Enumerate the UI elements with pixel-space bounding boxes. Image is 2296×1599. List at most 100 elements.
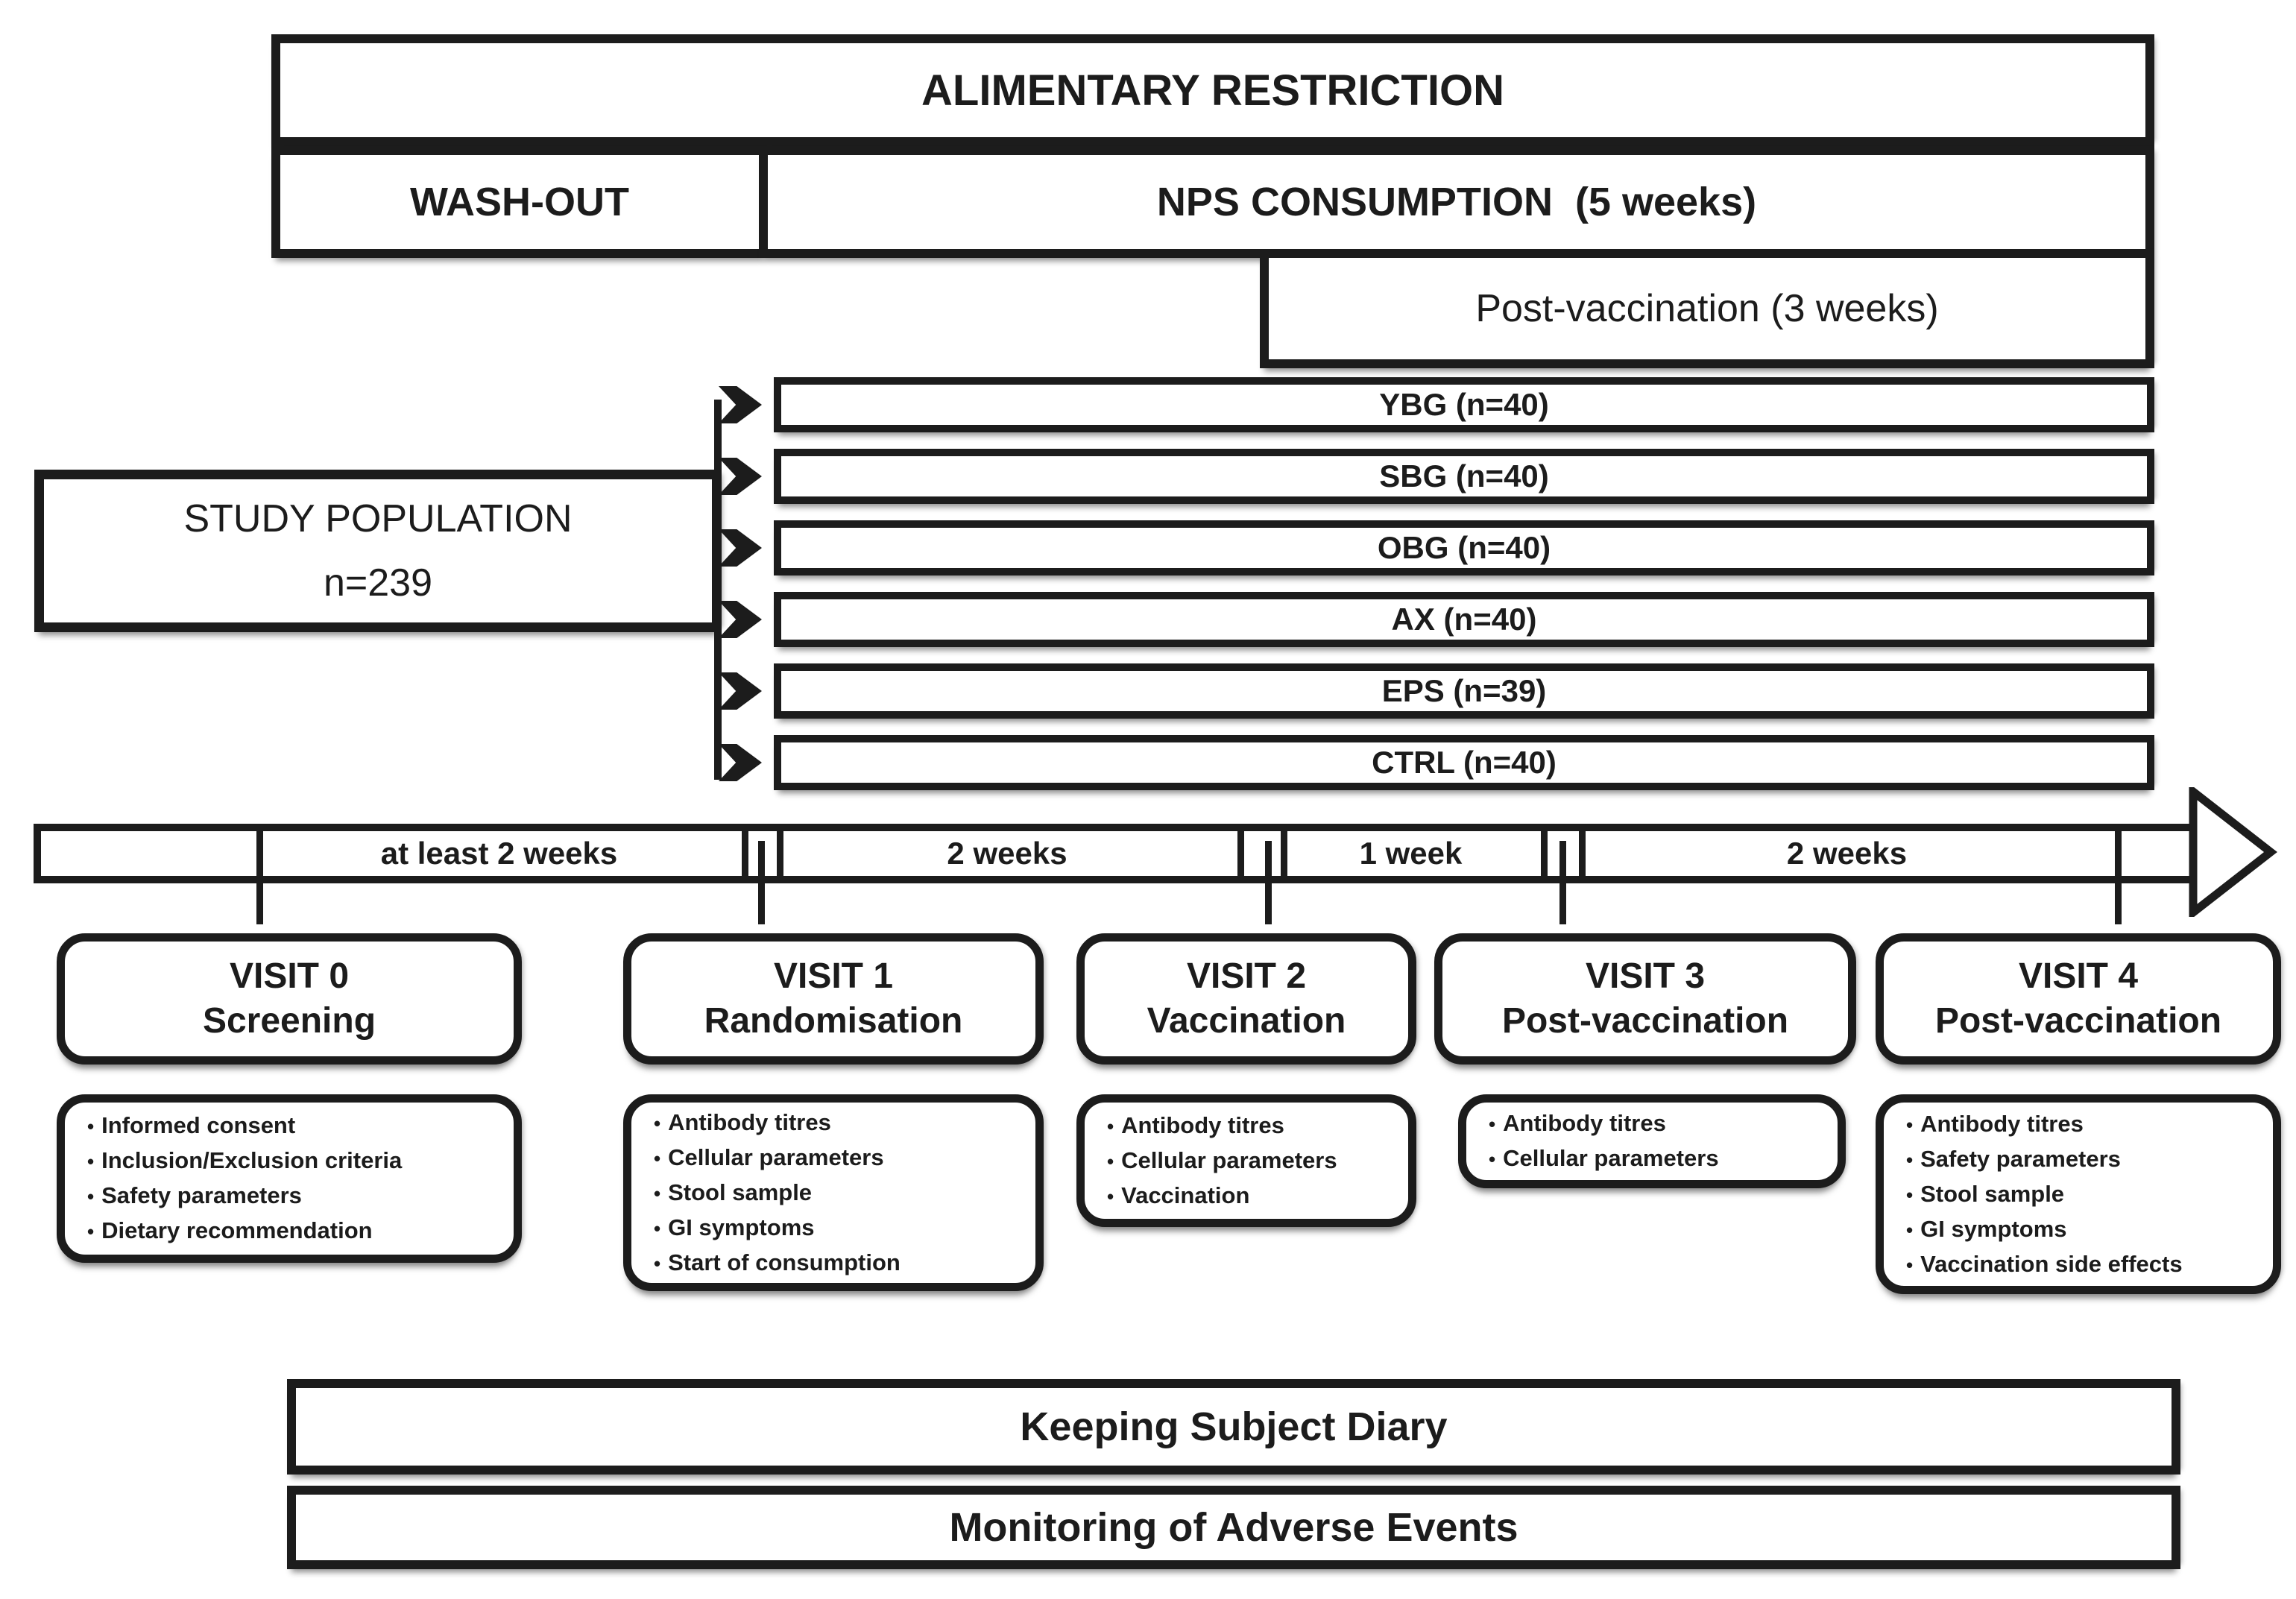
- timeline-tick-visit4: [2115, 824, 2122, 924]
- visit-subtitle: Vaccination: [1147, 1001, 1346, 1041]
- timeline-separator: [777, 830, 783, 877]
- post-vaccination-period-box: Post-vaccination (3 weeks): [1260, 249, 2154, 368]
- timeline-tick-visit3: [1559, 841, 1566, 924]
- list-item: •Vaccination side effects: [1906, 1247, 2264, 1282]
- timeline-tick-visit2: [1265, 841, 1272, 924]
- adverse-events-box: Monitoring of Adverse Events: [287, 1486, 2180, 1569]
- arm-arrow-icon: [719, 458, 762, 495]
- timeline-separator: [1579, 830, 1586, 877]
- list-item: •Stool sample: [1906, 1177, 2264, 1212]
- visit-title: VISIT 4: [2018, 956, 2139, 996]
- arm-arrow-icon: [719, 672, 762, 710]
- arm-box-obg: OBG (n=40): [774, 520, 2154, 575]
- arm-label: YBG (n=40): [1379, 387, 1549, 422]
- arm-arrow-icon: [719, 529, 762, 567]
- list-item: •Cellular parameters: [1489, 1141, 1829, 1176]
- timeline-separator: [1541, 830, 1548, 877]
- nps-consumption-box: NPS CONSUMPTION (5 weeks): [759, 146, 2154, 258]
- visit-1-assessments: •Antibody titres •Cellular parameters •S…: [623, 1094, 1044, 1291]
- timeline-segment-label: 2 weeks: [947, 836, 1067, 871]
- timeline-segment-4: 2 weeks: [1579, 824, 2115, 883]
- list-item: •Inclusion/Exclusion criteria: [87, 1144, 505, 1179]
- bullet-icon: •: [1906, 1148, 1914, 1171]
- alimentary-restriction-box: ALIMENTARY RESTRICTION: [271, 34, 2154, 146]
- arm-label: SBG (n=40): [1379, 458, 1549, 493]
- timeline-segment-label: at least 2 weeks: [380, 836, 618, 871]
- bullet-icon: •: [1489, 1113, 1496, 1135]
- arm-arrow-icon: [719, 601, 762, 638]
- wash-out-label: WASH-OUT: [410, 180, 629, 224]
- arm-label: CTRL (n=40): [1372, 745, 1557, 780]
- visit-1-box: VISIT 1 Randomisation: [623, 933, 1044, 1065]
- arm-box-sbg: SBG (n=40): [774, 449, 2154, 504]
- bullet-icon: •: [87, 1115, 95, 1138]
- visit-3-assessments: •Antibody titres •Cellular parameters: [1458, 1094, 1846, 1188]
- timeline-arrowhead-icon: [2189, 787, 2277, 917]
- timeline-tick-visit0: [256, 824, 263, 924]
- timeline-tick-visit1: [758, 841, 765, 924]
- visit-title: VISIT 1: [773, 956, 894, 996]
- timeline-segment-1: at least 2 weeks: [256, 824, 742, 883]
- wash-out-box: WASH-OUT: [271, 146, 768, 258]
- arm-arrow-icon: [719, 386, 762, 423]
- visit-title: VISIT 0: [229, 956, 350, 996]
- list-item: •Antibody titres: [1489, 1106, 1829, 1141]
- bullet-icon: •: [654, 1182, 661, 1205]
- alimentary-restriction-label: ALIMENTARY RESTRICTION: [921, 66, 1504, 115]
- visit-2-assessments: •Antibody titres •Cellular parameters •V…: [1076, 1094, 1416, 1227]
- visit-3-box: VISIT 3 Post-vaccination: [1434, 933, 1856, 1065]
- bullet-icon: •: [87, 1150, 95, 1173]
- bullet-icon: •: [654, 1147, 661, 1170]
- arm-label: OBG (n=40): [1377, 530, 1551, 565]
- visit-title: VISIT 2: [1186, 956, 1307, 996]
- study-population-label: STUDY POPULATION: [183, 497, 573, 540]
- bullet-icon: •: [654, 1217, 661, 1240]
- arm-box-ctrl: CTRL (n=40): [774, 735, 2154, 790]
- bullet-icon: •: [1107, 1185, 1114, 1208]
- arm-box-ax: AX (n=40): [774, 592, 2154, 647]
- randomisation-bracket-line: [714, 400, 722, 780]
- visit-subtitle: Post-vaccination: [1934, 1001, 2222, 1041]
- visit-0-assessments: •Informed consent •Inclusion/Exclusion c…: [57, 1094, 522, 1263]
- list-item: •Stool sample: [654, 1176, 1026, 1211]
- visit-0-box: VISIT 0 Screening: [57, 933, 522, 1065]
- list-item: •GI symptoms: [1906, 1212, 2264, 1247]
- list-item: •Dietary recommendation: [87, 1214, 505, 1249]
- subject-diary-box: Keeping Subject Diary: [287, 1379, 2180, 1475]
- arm-box-ybg: YBG (n=40): [774, 377, 2154, 432]
- bullet-icon: •: [1906, 1253, 1914, 1276]
- bullet-icon: •: [1489, 1148, 1496, 1170]
- visit-4-box: VISIT 4 Post-vaccination: [1876, 933, 2281, 1065]
- visit-4-assessments: •Antibody titres •Safety parameters •Sto…: [1876, 1094, 2281, 1294]
- arm-arrow-icon: [719, 744, 762, 781]
- arm-box-eps: EPS (n=39): [774, 663, 2154, 719]
- timeline-segment-label: 1 week: [1359, 836, 1463, 871]
- subject-diary-label: Keeping Subject Diary: [1020, 1404, 1448, 1449]
- timeline-separator: [1237, 830, 1244, 877]
- bullet-icon: •: [1906, 1113, 1914, 1136]
- post-vaccination-period-label: Post-vaccination (3 weeks): [1475, 287, 1939, 330]
- visit-subtitle: Randomisation: [704, 1001, 963, 1041]
- nps-consumption-label: NPS CONSUMPTION (5 weeks): [1156, 180, 1757, 224]
- adverse-events-label: Monitoring of Adverse Events: [949, 1505, 1518, 1550]
- timeline-segment-label: 2 weeks: [1786, 836, 1908, 871]
- bullet-icon: •: [87, 1220, 95, 1243]
- list-item: •GI symptoms: [654, 1211, 1026, 1246]
- list-item: •Start of consumption: [654, 1246, 1026, 1281]
- list-item: •Informed consent: [87, 1108, 505, 1144]
- timeline-bar: [34, 824, 2199, 883]
- visit-subtitle: Screening: [202, 1001, 376, 1041]
- visit-title: VISIT 3: [1585, 956, 1706, 996]
- arm-label: AX (n=40): [1391, 602, 1537, 637]
- bullet-icon: •: [1107, 1149, 1114, 1173]
- bullet-icon: •: [1107, 1114, 1114, 1138]
- list-item: •Antibody titres: [1906, 1107, 2264, 1142]
- bullet-icon: •: [1906, 1183, 1914, 1206]
- list-item: •Safety parameters: [1906, 1142, 2264, 1177]
- timeline-segment-3: 1 week: [1281, 824, 1541, 883]
- bullet-icon: •: [654, 1111, 661, 1135]
- visit-subtitle: Post-vaccination: [1501, 1001, 1789, 1041]
- bullet-icon: •: [654, 1252, 661, 1275]
- bullet-icon: •: [1906, 1218, 1914, 1241]
- timeline-segment-2: 2 weeks: [777, 824, 1237, 883]
